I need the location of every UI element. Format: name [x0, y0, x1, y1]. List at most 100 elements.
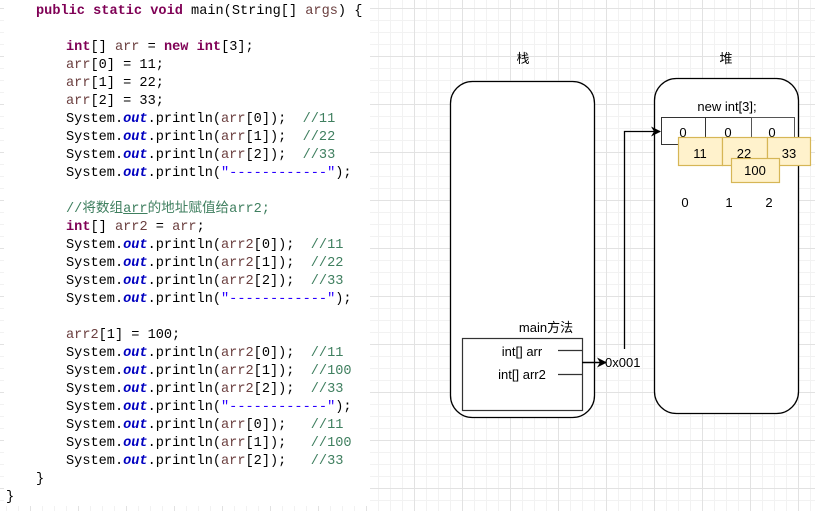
code-token: System.	[66, 436, 124, 451]
string-token: "------------"	[221, 292, 336, 307]
code-token: System.	[66, 274, 124, 289]
code-block: public static void main(String[] args) {…	[4, 3, 370, 507]
assigned-value: 33	[782, 146, 796, 161]
code-line: int[] arr = new int[3];	[4, 39, 370, 57]
code-token: System.	[66, 364, 124, 379]
comment-token: //11	[302, 112, 336, 127]
comment-token: 的地址赋值给arr2;	[147, 202, 270, 217]
variable-token: arr2	[221, 364, 254, 379]
code-token: [1]);	[245, 436, 311, 451]
code-line: arr2[1] = 100;	[4, 327, 370, 345]
comment-token: //11	[310, 346, 344, 361]
code-editor: public static void main(String[] args) {…	[4, 0, 370, 506]
comment-token: //22	[310, 256, 344, 271]
code-token: System.	[66, 166, 124, 181]
code-token: [2]);	[253, 274, 311, 289]
heap-label: 堆	[719, 51, 732, 66]
code-line: System.out.println(arr2[0]); //11	[4, 345, 370, 363]
variable-token: arr	[66, 58, 91, 73]
code-token: System.	[66, 238, 124, 253]
array-default-value: 0	[724, 125, 731, 140]
code-token: );	[335, 292, 352, 307]
code-line: System.out.println(arr[2]); //33	[4, 453, 370, 471]
reassigned-value-box	[730, 157, 781, 184]
code-token: [1]);	[253, 364, 311, 379]
code-token: [0]);	[245, 418, 311, 433]
code-token: .println(	[147, 274, 222, 289]
array-default-value: 0	[679, 125, 686, 140]
field-token: out	[123, 274, 148, 289]
keyword-token: public	[36, 4, 85, 19]
code-line: System.out.println(arr[1]); //22	[4, 129, 370, 147]
reassigned-value: 100	[744, 163, 766, 178]
comment-token: //100	[310, 364, 352, 379]
code-token: .println(	[147, 238, 222, 253]
comment-token: arr	[123, 202, 148, 217]
code-token: System.	[66, 256, 124, 271]
assigned-value: 22	[737, 146, 751, 161]
keyword-token: void	[150, 4, 183, 19]
code-token: }	[6, 490, 15, 505]
code-token: System.	[66, 454, 124, 469]
array-default-value: 0	[768, 125, 775, 140]
field-token: out	[123, 346, 148, 361]
code-token: []	[90, 220, 115, 235]
code-token: [0] = 11;	[90, 58, 164, 73]
code-token: .println(	[147, 382, 222, 397]
stack-variable-arr2: int[] arr2	[498, 367, 546, 382]
code-line: System.out.println(arr2[2]); //33	[4, 381, 370, 399]
field-token: out	[123, 112, 148, 127]
variable-token: arr	[221, 148, 246, 163]
code-token: }	[36, 472, 45, 487]
variable-token: arr	[221, 112, 246, 127]
field-token: out	[123, 166, 148, 181]
variable-token: arr	[221, 436, 246, 451]
code-token: []	[90, 40, 115, 55]
code-token: System.	[66, 148, 124, 163]
code-line: System.out.println("------------");	[4, 291, 370, 309]
field-token: out	[123, 400, 148, 415]
code-token: .println(	[147, 454, 222, 469]
assigned-value: 11	[693, 146, 707, 161]
field-token: out	[123, 454, 148, 469]
field-token: out	[123, 256, 148, 271]
code-token: ;	[196, 220, 205, 235]
variable-token: arr2	[114, 220, 148, 235]
code-token: .println(	[147, 292, 222, 307]
code-token: [2]);	[245, 148, 303, 163]
variable-token: arr2	[221, 238, 254, 253]
stack-variable-arr: int[] arr	[502, 344, 543, 359]
keyword-token: int	[196, 40, 222, 55]
code-line: System.out.println(arr2[1]); //22	[4, 255, 370, 273]
address-label: 0x001	[605, 355, 640, 370]
code-token: .println(	[147, 256, 222, 271]
code-line: System.out.println(arr2[1]); //100	[4, 363, 370, 381]
code-line: public static void main(String[] args) {	[4, 3, 370, 21]
code-line: }	[4, 471, 370, 489]
code-line: //将数组arr的地址赋值给arr2;	[4, 201, 370, 219]
code-token: [0]);	[253, 346, 311, 361]
code-token: .println(	[147, 418, 222, 433]
comment-token: //33	[310, 454, 344, 469]
variable-token: arr2	[221, 346, 254, 361]
field-token: out	[123, 418, 148, 433]
comment-token: //11	[310, 238, 344, 253]
variable-token: arr2	[221, 274, 254, 289]
field-token: out	[123, 238, 148, 253]
comment-token: //100	[310, 436, 352, 451]
code-token: [1]);	[253, 256, 311, 271]
variable-token: arr2	[66, 328, 99, 343]
code-token: =	[147, 220, 173, 235]
heap-array-title: new int[3];	[697, 99, 756, 114]
field-token: out	[123, 382, 148, 397]
field-token: out	[123, 130, 148, 145]
code-token: [1]);	[245, 130, 303, 145]
array-index: 2	[765, 195, 772, 210]
stack-frame-label: main方法	[519, 320, 573, 335]
variable-token: arr	[221, 454, 246, 469]
code-token: .println(	[147, 436, 222, 451]
comment-token: //33	[302, 148, 336, 163]
code-token: .println(	[147, 364, 222, 379]
code-token: );	[335, 166, 352, 181]
